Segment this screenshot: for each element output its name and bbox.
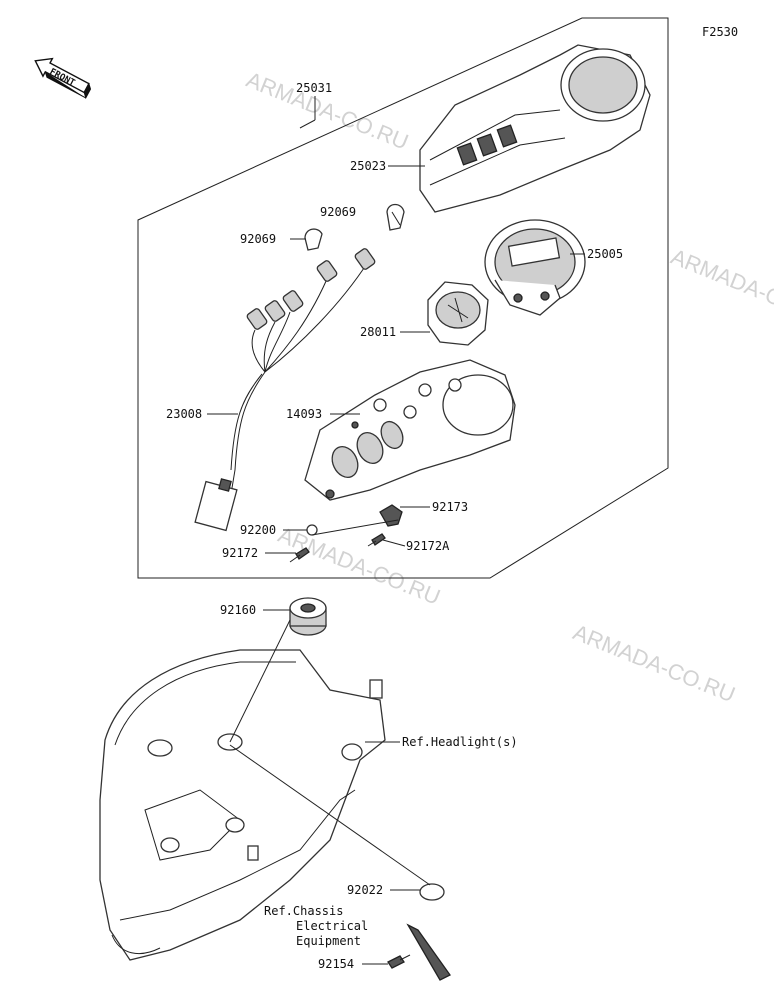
label-25023: 25023 xyxy=(350,159,386,173)
leader-lines xyxy=(207,96,585,965)
label-92173: 92173 xyxy=(432,500,468,514)
label-92069-left: 92069 xyxy=(240,232,276,246)
meter-bracket xyxy=(99,649,386,961)
label-ref-headlight: Ref.Headlight(s) xyxy=(402,735,518,749)
harness-23008 xyxy=(194,248,376,532)
label-92154: 92154 xyxy=(318,957,354,971)
label-14093: 14093 xyxy=(286,407,322,421)
label-92200: 92200 xyxy=(240,523,276,537)
front-arrow-icon: FRONT xyxy=(34,57,92,100)
label-25031: 25031 xyxy=(296,81,332,95)
label-92172a: 92172A xyxy=(406,539,450,553)
part-labels: 25031 25023 92069 92069 25005 28011 2300… xyxy=(166,81,623,971)
label-92160: 92160 xyxy=(220,603,256,617)
meter-case-14093 xyxy=(304,359,516,501)
grommet-92160 xyxy=(289,597,327,636)
watermark-4: ARMADA-CO.RU xyxy=(570,620,739,708)
watermark-2: ARMADA-CO.RU xyxy=(667,244,774,332)
meter-cover-25023 xyxy=(419,44,651,213)
label-25005: 25005 xyxy=(587,247,623,261)
label-28011: 28011 xyxy=(360,325,396,339)
ground-strap xyxy=(406,923,451,981)
bulb-92069-left xyxy=(304,228,323,251)
watermark-1: ARMADA-CO.RU xyxy=(243,67,412,155)
screw-92172 xyxy=(289,547,310,563)
label-92022: 92022 xyxy=(347,883,383,897)
washer-92022 xyxy=(419,883,445,901)
figure-code: F2530 xyxy=(702,25,738,39)
label-ref-chassis-2: Electrical xyxy=(296,919,368,933)
label-92069-right: 92069 xyxy=(320,205,356,219)
label-ref-chassis-1: Ref.Chassis xyxy=(264,904,343,918)
assembly-box xyxy=(137,17,669,579)
meter-unit-25005 xyxy=(484,219,586,316)
label-ref-chassis-3: Equipment xyxy=(296,934,361,948)
label-23008: 23008 xyxy=(166,407,202,421)
indicator-28011 xyxy=(427,281,489,346)
bolt-92154 xyxy=(387,954,411,969)
watermark-3: ARMADA-CO.RU xyxy=(275,522,444,610)
socket-group xyxy=(246,248,376,330)
screw-92172a xyxy=(367,533,386,547)
washer-92200 xyxy=(306,524,318,536)
label-92172: 92172 xyxy=(222,546,258,560)
